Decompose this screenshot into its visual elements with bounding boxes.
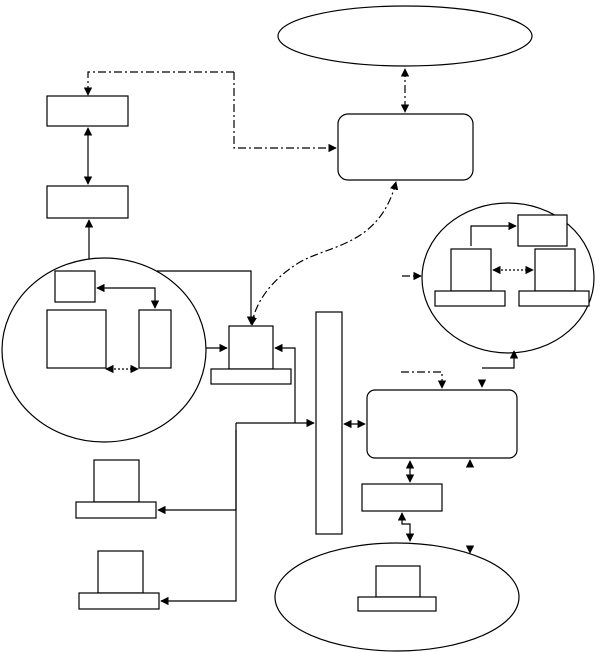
left-big-box <box>46 309 107 369</box>
terminal-1-base <box>75 501 157 519</box>
connector-bus-to-monitor <box>274 343 296 423</box>
central-monitor-base <box>210 368 292 385</box>
right-right-monitor-base <box>518 290 590 307</box>
connector-to-right-rounded <box>401 371 447 389</box>
right-left-monitor <box>450 248 492 292</box>
connector-central-to-monitor <box>248 181 399 326</box>
top-left-box <box>46 95 129 127</box>
vertical-bus-bar <box>315 311 343 535</box>
bottom-monitor <box>375 565 421 598</box>
left-small-box <box>54 270 96 303</box>
central-rounded-box <box>337 113 474 181</box>
top-ellipse <box>277 5 533 67</box>
central-monitor <box>228 325 274 370</box>
right-right-monitor <box>534 248 576 292</box>
left-tall-box <box>138 309 172 369</box>
bottom-monitor-base <box>357 596 437 612</box>
connector-terminal-1 <box>157 423 237 515</box>
connector-terminal-2 <box>160 430 237 606</box>
terminal-1-monitor <box>93 459 140 503</box>
connector-right-top-box <box>470 221 517 246</box>
right-left-monitor-base <box>434 290 506 307</box>
middle-left-box <box>46 185 129 219</box>
connector-top-left-to-central <box>83 71 234 96</box>
connector-cluster-to-monitor <box>157 270 256 325</box>
small-mid-box <box>361 483 443 512</box>
terminal-2-monitor <box>97 550 144 594</box>
connector-vertical-to-central <box>233 72 337 153</box>
right-top-box <box>517 214 568 247</box>
terminal-2-base <box>78 592 160 610</box>
right-rounded-box <box>366 389 518 459</box>
connector-rounded-to-cluster <box>482 350 519 369</box>
connector-small-box-to-ellipse <box>397 512 415 542</box>
connector-small-to-tall <box>96 283 160 309</box>
